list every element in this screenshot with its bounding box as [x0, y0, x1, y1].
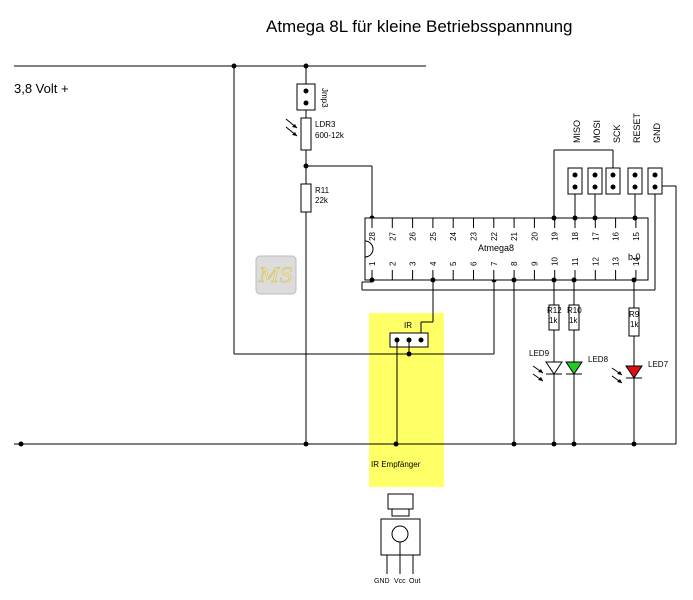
jumper-jmp3: Jmp3: [296, 66, 329, 118]
chip-pin-label: 14: [632, 257, 641, 266]
led8: [565, 361, 583, 375]
r12-value: 1k: [549, 316, 558, 325]
chip-pin-label: 4: [429, 261, 438, 266]
isp-connector: [567, 167, 663, 195]
ir-pin-out: Out: [409, 578, 420, 585]
ir-receiver-label: IR Empfänger: [371, 460, 421, 469]
isp-labels: MISO MOSI SCK RESET GND: [572, 112, 662, 143]
ir-connector: IR: [389, 321, 429, 444]
chip-pin-label: 23: [470, 231, 479, 240]
ir-pin-gnd: GND: [374, 578, 390, 585]
r11-label: R11: [315, 186, 330, 195]
led9-label: LED9: [529, 349, 550, 358]
isp-label-miso: MISO: [572, 120, 582, 143]
chip-pin-label: 22: [490, 231, 499, 240]
chip-revision: b.0: [628, 252, 641, 262]
top-rail: [14, 63, 426, 69]
ldr3-label: LDR3: [315, 120, 336, 129]
chip-pin-label: 3: [409, 261, 418, 266]
chip-pin-label: 9: [530, 261, 539, 266]
isp-label-gnd: GND: [652, 123, 662, 144]
isp-wiring: [361, 149, 656, 291]
chip-pin-label: 25: [429, 231, 438, 240]
led9: [545, 361, 563, 375]
vcc-to-pin7-wire: [233, 66, 497, 355]
chip-pin-label: 2: [388, 261, 397, 266]
r9-label: R9: [629, 310, 640, 319]
chip-pin-label: 11: [571, 257, 580, 266]
led7-label: LED7: [648, 360, 669, 369]
ir-receiver-package: GND Vcc Out: [374, 493, 421, 585]
chip-name: Atmega8: [478, 243, 514, 253]
chip-pin-label: 26: [409, 231, 418, 240]
ldr3-value: 600-12k: [315, 131, 345, 140]
chip-pin-label: 12: [591, 257, 600, 266]
chip-pin-label: 28: [368, 231, 377, 240]
chip-pin-label: 5: [449, 261, 458, 266]
chip-pin-label: 16: [612, 231, 621, 240]
diagram-title: Atmega 8L für kleine Betriebsspannnung: [266, 17, 573, 36]
isp-label-sck: SCK: [612, 124, 622, 143]
pin8-ground-wire: [511, 277, 517, 444]
chip-pin-label: 18: [571, 231, 580, 240]
ldr3: LDR3 600-12k: [285, 117, 345, 184]
chip-pin-label: 24: [449, 231, 458, 240]
chip-pin-label: 1: [368, 261, 377, 266]
led7: [625, 365, 643, 379]
chip-pin-label: 8: [510, 261, 519, 266]
chip-pin-label: 27: [388, 231, 397, 240]
logo-text: MS: [258, 263, 293, 287]
led8-label: LED8: [588, 355, 609, 364]
r9-value: 1k: [630, 320, 639, 329]
supply-label: 3,8 Volt +: [14, 81, 69, 96]
chip-pin-label: 19: [551, 231, 560, 240]
isp-label-reset: RESET: [632, 112, 642, 143]
chip-pin-label: 13: [612, 257, 621, 266]
r11-value: 22k: [315, 196, 329, 205]
isp-label-mosi: MOSI: [592, 120, 602, 143]
r10-value: 1k: [569, 316, 578, 325]
r12-label: R12: [547, 306, 562, 315]
chip-pin-label: 17: [591, 231, 600, 240]
chip-pin-label: 21: [510, 231, 519, 240]
chip-pin-label: 15: [632, 231, 641, 240]
chip-pin-label: 6: [470, 261, 479, 266]
ms-logo: MS: [255, 255, 297, 295]
led-branches: R12 1k LED9 R10 1k LED8 R9 1k LED7: [529, 277, 669, 444]
chip-pin-label: 20: [530, 231, 539, 240]
ir-connector-label: IR: [404, 321, 412, 330]
jumper-label: Jmp3: [320, 88, 329, 108]
chip-pin-label: 7: [490, 261, 499, 266]
ir-out-wire: [420, 277, 436, 340]
resistor-r11: R11 22k: [300, 183, 330, 444]
chip-pin-label: 10: [551, 257, 560, 266]
ir-pin-vcc: Vcc: [394, 578, 406, 585]
r10-label: R10: [567, 306, 582, 315]
